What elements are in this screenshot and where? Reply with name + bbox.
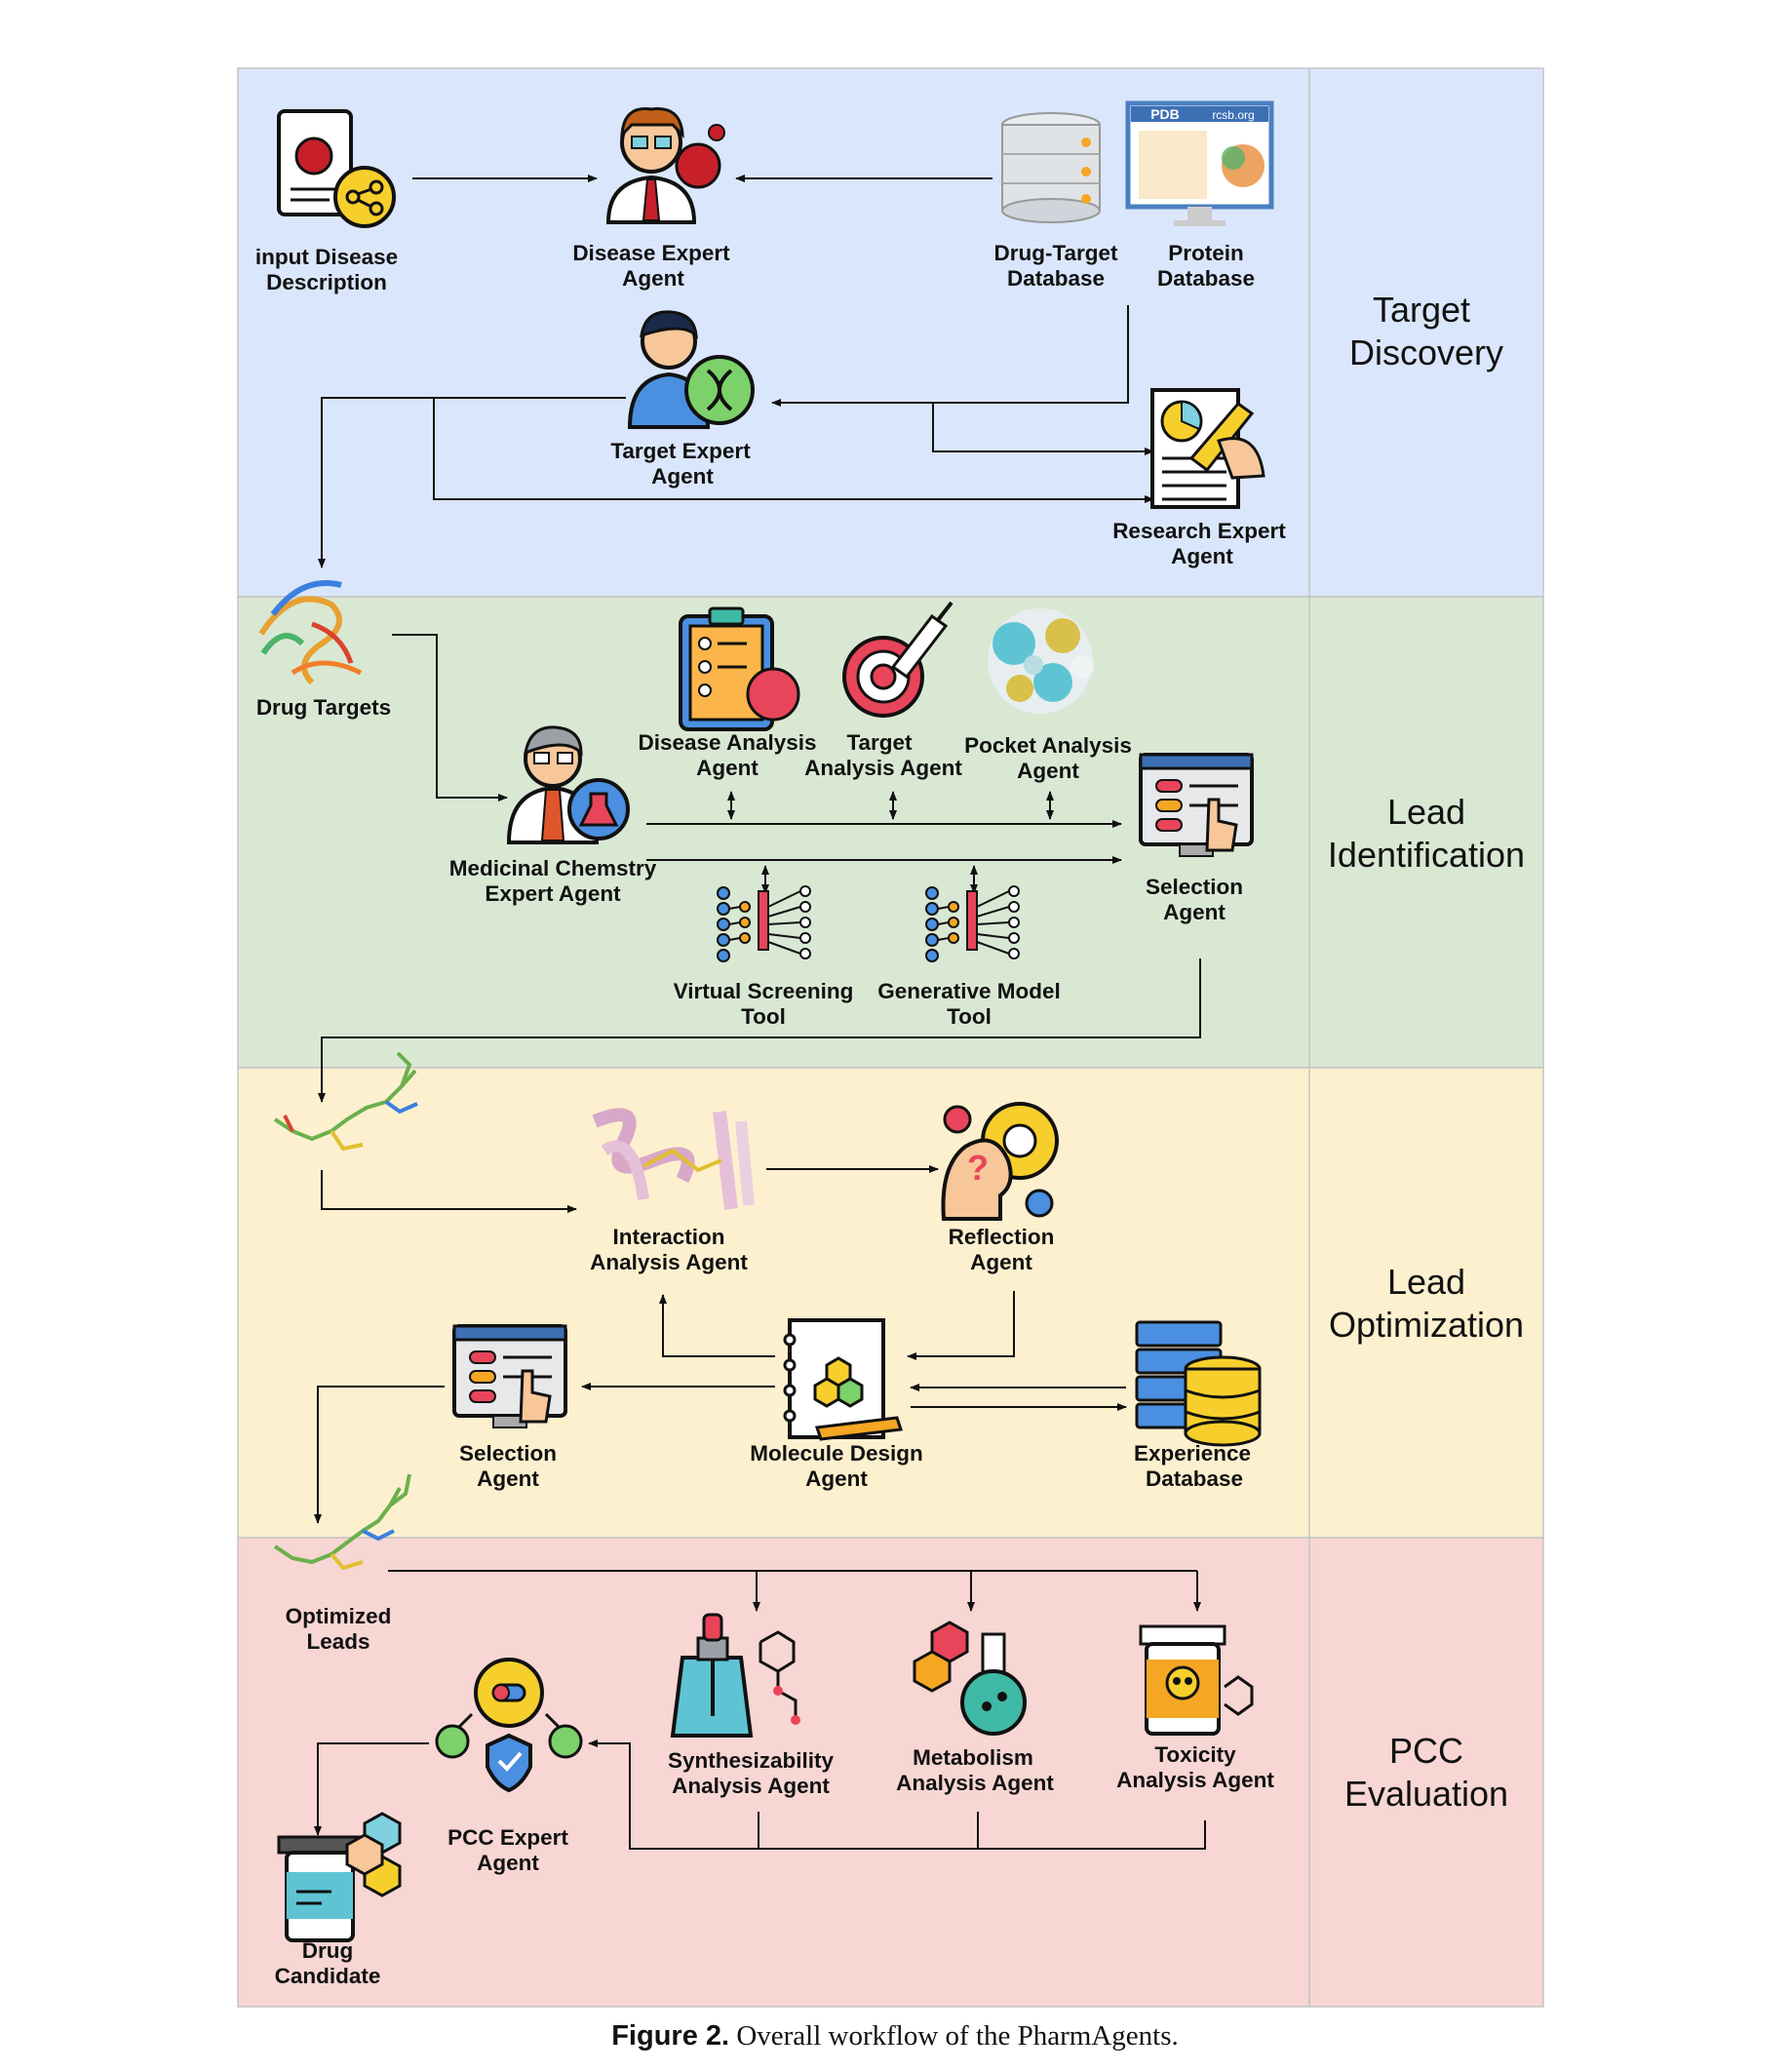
- neural-network-icon: [925, 885, 1020, 962]
- shield-pill-icon: [435, 1658, 583, 1793]
- caption-text: Overall workflow of the PharmAgents.: [736, 2020, 1179, 2052]
- neural-network-icon: [717, 885, 811, 962]
- document-icon: [277, 109, 396, 228]
- molecule-stick-icon: [273, 1051, 418, 1152]
- server-database-icon: [1135, 1320, 1262, 1447]
- pdb-logo-text: PDB: [1150, 106, 1180, 122]
- band-pcc-evaluation: [237, 1537, 1544, 2008]
- molecule-stick-icon: [273, 1473, 411, 1571]
- report-icon: [1150, 388, 1265, 509]
- clipboard-icon: [679, 606, 800, 731]
- label-drug-targets: Drug Targets: [256, 695, 391, 720]
- rcsb-logo-text: rcsb.org: [1212, 108, 1254, 122]
- arrow-drug-targets-to-medchem: [392, 634, 508, 801]
- selection-monitor-icon: [452, 1324, 567, 1428]
- caption-label: Figure 2.: [611, 2020, 730, 2052]
- arrow-target-expert-to-research: [433, 397, 1154, 503]
- arrow-branch-to-research: [932, 403, 1154, 455]
- protein-surface-icon: [988, 608, 1094, 714]
- head-gear-icon: ?: [941, 1102, 1059, 1221]
- arrow-db-to-target-expert: [771, 305, 1129, 407]
- dropper-molecule-icon: [670, 1613, 800, 1738]
- monitor-icon: PDB rcsb.org: [1125, 100, 1274, 226]
- svg-text:?: ?: [967, 1148, 989, 1188]
- protein-ligand-icon: [592, 1108, 755, 1210]
- band-target-discovery: [237, 67, 1544, 598]
- protein-structure-icon: [258, 580, 363, 685]
- arrow-pcc-to-candidate: [314, 1742, 429, 1836]
- database-icon: [1001, 112, 1101, 223]
- figure-caption: Figure 2. Overall workflow of the PharmA…: [0, 2020, 1790, 2052]
- arrow-to-drug-targets: [318, 397, 434, 568]
- chemist-icon: [506, 725, 630, 844]
- medicine-bottle-icon: [277, 1812, 402, 1942]
- arrow-reflection-to-molecule-design: [907, 1291, 1015, 1360]
- target-syringe-icon: [842, 601, 953, 718]
- selection-monitor-icon: [1139, 753, 1254, 857]
- arrow-molecule-design-to-interaction: [659, 1294, 775, 1357]
- notebook-icon: [783, 1318, 904, 1441]
- arrow-leads-to-interaction: [321, 1170, 577, 1213]
- arrow-selection-to-leads: [318, 958, 1201, 1103]
- scientist-icon: [605, 107, 725, 224]
- flask-icon: [913, 1621, 1027, 1736]
- band-lead-optimization: [237, 1067, 1544, 1539]
- researcher-icon: [627, 310, 755, 429]
- skull-jar-icon: [1139, 1624, 1254, 1736]
- arrow-selection-to-optimized: [314, 1386, 445, 1524]
- arrow-analysis-to-pcc: [588, 1740, 1206, 1850]
